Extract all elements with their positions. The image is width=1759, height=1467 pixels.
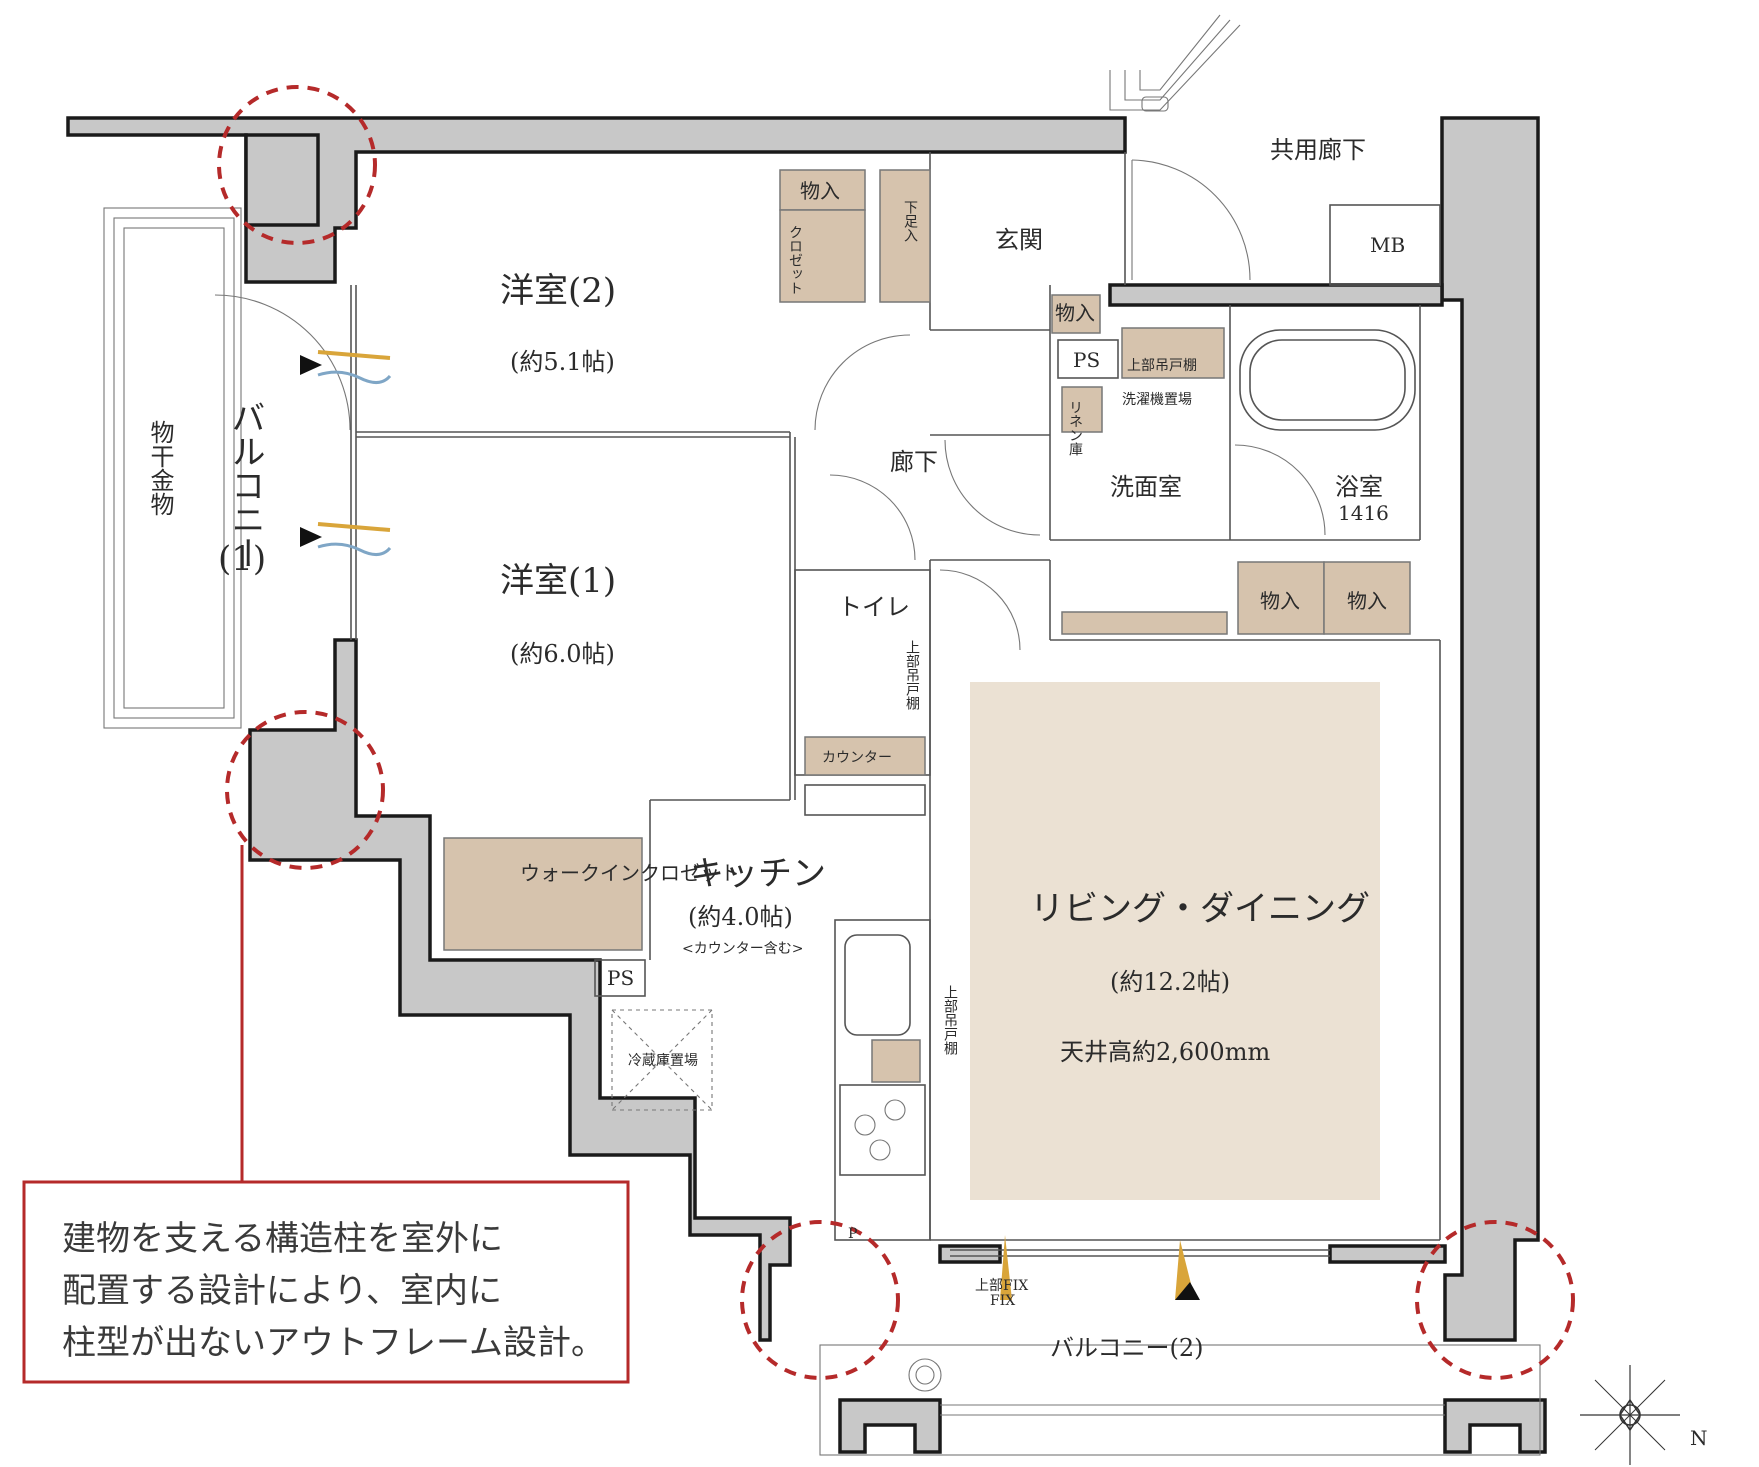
column-markers: [217, 85, 1575, 1380]
kitchen-name: キッチン: [690, 854, 826, 894]
washroom-label: 洗面室: [1110, 473, 1182, 501]
upper-cabinet-label: 上部吊戸棚: [1127, 358, 1197, 374]
storage-label-4: 物入: [1347, 589, 1387, 613]
room-labels: 洋室(2) (約5.1帖) 洋室(1) (約6.0帖) バルコニー (1) 物干…: [146, 136, 1405, 1362]
western2-size: (約5.1帖): [510, 348, 615, 376]
closet-label: クロゼット: [787, 225, 803, 295]
balcony2-label: バルコニー(2): [1050, 1334, 1204, 1362]
fix-label-2: FIX: [990, 1293, 1015, 1309]
drying-rack-label: 物干金物: [146, 420, 174, 516]
kitchen-note: <カウンター含む>: [682, 941, 803, 957]
living-size: (約12.2帖): [1110, 968, 1230, 996]
storage-label-3: 物入: [1260, 589, 1300, 613]
living-name: リビング・ダイニング: [1030, 889, 1370, 929]
balcony1-number: (1): [218, 539, 266, 579]
upper-cabinet-label-toilet: 上部吊戸棚: [904, 640, 920, 710]
counter-label: カウンター: [822, 750, 892, 766]
washer-label: 洗濯機置場: [1122, 392, 1192, 408]
callout-line-2: 配置する設計により、室内に: [62, 1271, 502, 1311]
callout-box: 建物を支える構造柱を室外に 配置する設計により、室内に 柱型が出ないアウトフレー…: [22, 1180, 630, 1384]
living-ceiling: 天井高約2,600mm: [1060, 1038, 1270, 1066]
fix-label: 上部FIX: [975, 1278, 1028, 1294]
entrance-label: 玄関: [995, 226, 1043, 254]
ps-label-2: PS: [607, 966, 634, 990]
callout-line-1: 建物を支える構造柱を室外に: [62, 1219, 503, 1259]
storage-blocks: [443, 169, 1411, 1083]
corridor-label: 共用廊下: [1270, 136, 1366, 164]
mb-label: MB: [1370, 233, 1405, 257]
western1-name: 洋室(1): [500, 561, 616, 601]
p-label: P: [848, 1226, 857, 1242]
living-floor: [970, 682, 1380, 1200]
bathroom-size: 1416: [1338, 501, 1389, 525]
north-label: N: [1690, 1426, 1708, 1450]
storage-label-1: 物入: [800, 179, 840, 203]
balcony1-name: バルコニー: [225, 400, 265, 570]
window-markers: [300, 350, 1200, 1300]
walkin-label: ウォークインクロゼット: [520, 861, 740, 885]
shoe-cabinet-label: 下足入: [902, 200, 918, 242]
interior-lines: [103, 14, 1541, 1456]
storage-label-2: 物入: [1055, 301, 1095, 325]
bathroom-label: 浴室: [1335, 473, 1383, 501]
ps-label-1: PS: [1073, 348, 1100, 372]
western1-size: (約6.0帖): [510, 640, 615, 668]
linen-label: リネン庫: [1067, 400, 1083, 456]
toilet-label: トイレ: [838, 593, 910, 621]
fridge-label: 冷蔵庫置場: [628, 1052, 698, 1069]
western2-name: 洋室(2): [500, 271, 616, 311]
hallway-label: 廊下: [890, 448, 938, 476]
callout-line-3: 柱型が出ないアウトフレーム設計。: [62, 1323, 605, 1363]
kitchen-size: (約4.0帖): [688, 903, 793, 931]
upper-cabinet-label-kitchen: 上部吊戸棚: [942, 985, 958, 1055]
compass-icon: N: [1580, 1365, 1708, 1465]
walls: [66, 116, 1547, 1454]
